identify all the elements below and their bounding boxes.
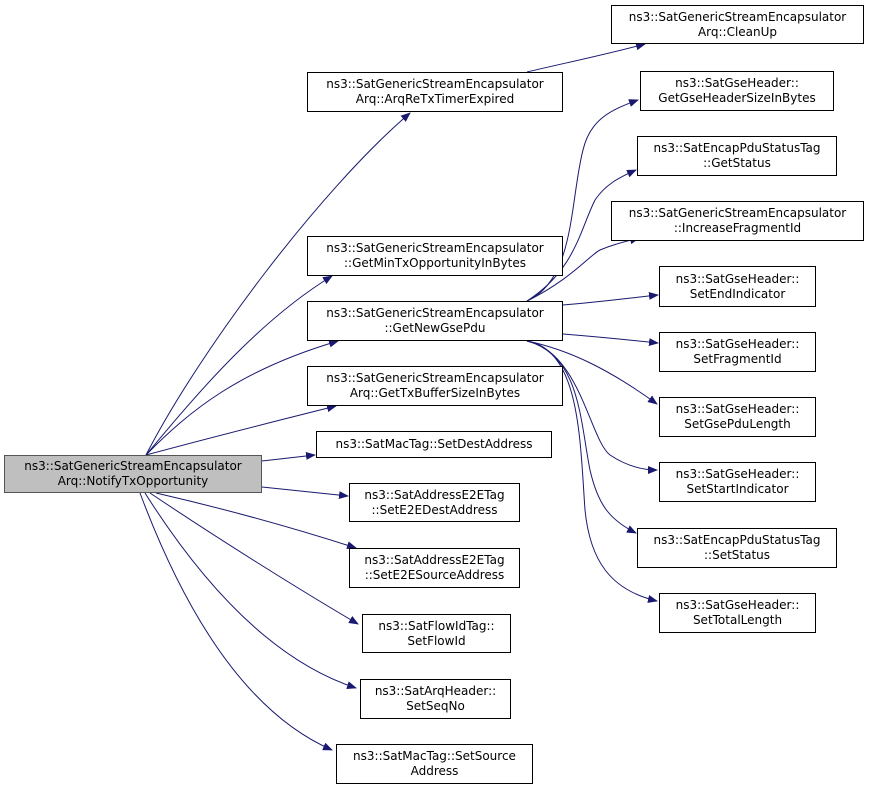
edge-pdu-to-set-total-length xyxy=(526,340,658,603)
node-set-status[interactable]: ns3::SatEncapPduStatusTag::SetStatus xyxy=(637,528,837,568)
node-set-gse-pdu-length[interactable]: ns3::SatGseHeader::SetGsePduLength xyxy=(659,397,816,437)
node-set-end-indicator[interactable]: ns3::SatGseHeader::SetEndIndicator xyxy=(659,266,816,307)
edge-root-to-set-e2e-dest xyxy=(261,486,349,500)
edge-pdu-to-set-gse-pdu-len xyxy=(526,340,658,405)
edge-root-to-arq-retx xyxy=(145,112,411,456)
node-set-flow-id[interactable]: ns3::SatFlowIdTag::SetFlowId xyxy=(362,614,511,653)
edge-root-to-set-seq-no xyxy=(144,492,357,690)
edge-arq-retx-to-clean-up xyxy=(526,42,646,73)
node-get-new-gse-pdu[interactable]: ns3::SatGenericStreamEncapsulator::GetNe… xyxy=(307,301,563,341)
edge-pdu-to-set-status xyxy=(526,340,637,534)
node-increase-fragment-id[interactable]: ns3::SatGenericStreamEncapsulator::Incre… xyxy=(611,201,864,241)
edge-root-to-set-source xyxy=(139,492,333,751)
node-get-gse-header-size[interactable]: ns3::SatGseHeader::GetGseHeaderSizeInByt… xyxy=(640,71,834,111)
edge-root-to-get-new-gse-pdu xyxy=(145,339,339,456)
edge-root-to-get-min-tx xyxy=(145,275,333,456)
edge-root-to-set-flow-id xyxy=(149,492,359,625)
node-set-e2e-source-address[interactable]: ns3::SatAddressE2ETag::SetE2ESourceAddre… xyxy=(349,548,520,588)
node-get-status[interactable]: ns3::SatEncapPduStatusTag::GetStatus xyxy=(637,136,837,176)
node-get-min-tx-opportunity[interactable]: ns3::SatGenericStreamEncapsulator::GetMi… xyxy=(307,236,563,276)
node-set-dest-address[interactable]: ns3::SatMacTag::SetDestAddress xyxy=(316,431,552,458)
node-set-fragment-id[interactable]: ns3::SatGseHeader::SetFragmentId xyxy=(659,332,816,372)
node-set-start-indicator[interactable]: ns3::SatGseHeader::SetStartIndicator xyxy=(659,462,816,502)
node-set-seq-no[interactable]: ns3::SatArqHeader::SetSeqNo xyxy=(360,679,511,719)
edge-root-to-get-tx-buffer xyxy=(145,404,337,456)
node-set-e2e-dest-address[interactable]: ns3::SatAddressE2ETag::SetE2EDestAddress xyxy=(349,483,520,522)
edge-pdu-to-set-end-ind xyxy=(562,291,659,306)
edge-pdu-to-get-status xyxy=(526,169,637,302)
edge-root-to-set-e2e-source xyxy=(155,492,357,550)
edge-root-to-set-dest-address xyxy=(261,451,316,462)
edge-pdu-to-set-frag-id xyxy=(562,333,659,347)
node-set-total-length[interactable]: ns3::SatGseHeader::SetTotalLength xyxy=(659,593,816,633)
edge-pdu-to-increase-frag xyxy=(526,236,640,302)
